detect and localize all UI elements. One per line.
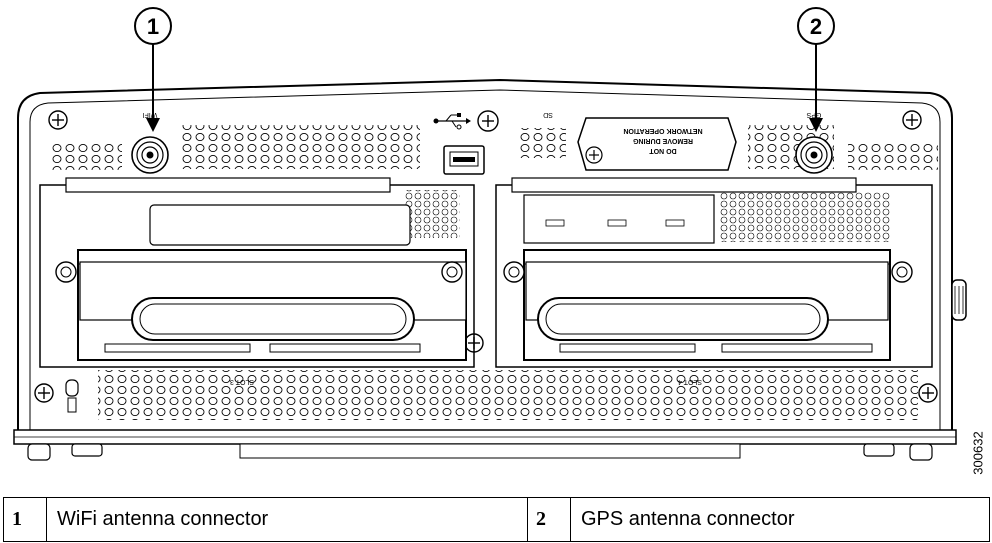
chassis-inner-edge (29, 89, 941, 431)
wifi-antenna-connector (131, 136, 169, 174)
figure-number-text: 300632 (970, 431, 986, 475)
foot-right-2 (863, 443, 895, 457)
wifi-label: WIFI (143, 111, 158, 118)
warning-line-3: NETWORK OPERATION (623, 127, 702, 134)
legend-description-1: WiFi antenna connector (46, 497, 528, 542)
usb-icon (433, 113, 471, 130)
warning-line-2: REMOVE DURING (633, 137, 693, 144)
legend-row: 1 WiFi antenna connector 2 GPS antenna c… (3, 497, 990, 542)
callout-2: 2 (797, 7, 835, 132)
vent-holes-top-mid (518, 128, 566, 158)
lock-icon (65, 379, 79, 413)
slot-3-label: SLOT 3 (230, 378, 254, 385)
legend-number-2: 2 (527, 497, 571, 542)
sd-label: SD (543, 111, 553, 118)
screw-top-right (902, 110, 922, 130)
sd-cover-plate (577, 117, 737, 171)
callout-1: 1 (134, 7, 172, 132)
vent-holes-top-left-2 (52, 142, 122, 170)
screw-usb (477, 110, 499, 132)
gps-antenna-connector (795, 136, 833, 174)
slot-3-module (39, 177, 475, 368)
slot-4-label: SLOT 4 (678, 378, 702, 385)
foot-center (239, 443, 741, 459)
vent-holes-top-right-2 (848, 142, 938, 170)
router-front-panel-diagram: WIFI GPS SD DO NOT REMOVE DURING NETWORK… (13, 7, 967, 461)
legend-number-1: 1 (3, 497, 47, 542)
usb-port (443, 145, 485, 175)
screw-bottom-right (918, 383, 938, 403)
vent-holes-bottom (98, 370, 918, 420)
figure-number: 300632 (968, 418, 988, 488)
vent-holes-top-left (180, 125, 420, 169)
gps-label: GPS (806, 111, 821, 118)
hex-mesh-right (720, 192, 890, 242)
hex-mesh-left (405, 190, 460, 238)
foot-left (27, 443, 51, 461)
foot-left-2 (71, 443, 103, 457)
foot-right (909, 443, 933, 461)
slot-4-module (495, 177, 933, 368)
callout-2-number: 2 (810, 14, 822, 39)
callout-legend-table: 1 WiFi antenna connector 2 GPS antenna c… (3, 497, 990, 542)
screw-bottom-left (34, 383, 54, 403)
warning-line-1: DO NOT (649, 147, 677, 154)
legend-description-2: GPS antenna connector (570, 497, 990, 542)
screw-top-left (48, 110, 68, 130)
callout-1-number: 1 (147, 14, 159, 39)
